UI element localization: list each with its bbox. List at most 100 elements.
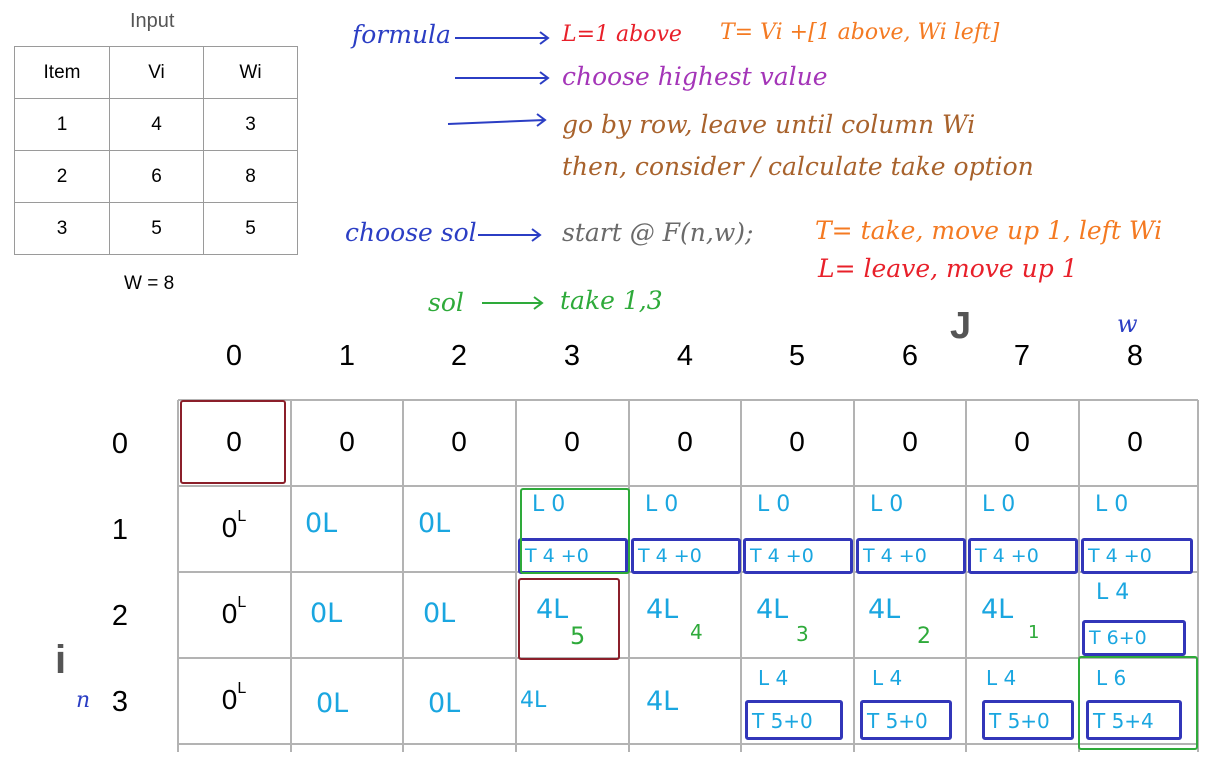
hw-leave-calc: L 0 xyxy=(982,492,1016,517)
hw-leave-value: 0L xyxy=(423,598,456,629)
cell-value: 0L xyxy=(178,680,290,716)
table-cell: 5 xyxy=(109,202,204,255)
input-table: Item Vi Wi 1 4 3 2 6 8 3 5 5 xyxy=(14,46,298,255)
hw-leave-calc: L 4 xyxy=(1096,580,1130,605)
dp-cell: 0 xyxy=(516,400,628,486)
hw-leave-value: 0L xyxy=(316,688,349,719)
hw-leave-calc: L 0 xyxy=(532,492,566,517)
hw-leave-calc: L 0 xyxy=(1095,492,1129,517)
hw-column-note: 4 xyxy=(690,620,703,644)
col-header: 7 xyxy=(1013,340,1031,372)
take-calc: T 6+0 xyxy=(1089,627,1147,649)
hw-leave-value: 4L xyxy=(756,594,789,625)
hw-leave-calc: L 4 xyxy=(986,666,1017,690)
note-sol-value: take 1,3 xyxy=(560,286,663,315)
cell-value: 0 xyxy=(1014,426,1030,457)
cell-number: 0 xyxy=(221,598,238,629)
dp-cell: 0 xyxy=(629,400,741,486)
take-box: T 4 +0 xyxy=(856,538,966,574)
solution-highlight-box xyxy=(520,488,630,574)
take-calc: T 4 +0 xyxy=(525,545,589,567)
cell-leave-mark: L xyxy=(237,679,247,697)
dp-cell: 0 xyxy=(966,400,1078,486)
take-calc: T 4 +0 xyxy=(863,545,927,567)
input-title: Input xyxy=(130,10,175,32)
hw-leave-calc: L 0 xyxy=(870,492,904,517)
cell-value: 0L xyxy=(178,508,290,544)
note-arrows xyxy=(447,31,550,310)
take-box: T 4 +0 xyxy=(968,538,1078,574)
row-header: 3 xyxy=(111,686,129,718)
dp-cell: 0L xyxy=(178,486,290,572)
hw-leave-calc: L 4 xyxy=(872,666,903,690)
table-row: 1 4 3 xyxy=(14,98,298,151)
take-box: T 4 +0 xyxy=(1081,538,1193,574)
take-calc: T 4 +0 xyxy=(1088,545,1152,567)
header-weight-text: Wi xyxy=(239,61,262,83)
row-header: 1 xyxy=(111,514,129,546)
cell-number: 0 xyxy=(221,512,238,543)
col-header: 3 xyxy=(563,340,581,372)
note-start-at: start @ F(n,w); xyxy=(562,218,754,247)
cell-value: 0 xyxy=(451,426,467,457)
note-formula-label: formula xyxy=(352,20,451,49)
row-header: 0 xyxy=(111,428,129,460)
take-calc: T 4 +0 xyxy=(975,545,1039,567)
take-box: T 4 +0 xyxy=(743,538,853,574)
header-value: Vi xyxy=(109,46,204,99)
hw-leave-value: 4L xyxy=(646,686,679,717)
hw-leave-value: 4L xyxy=(536,594,569,625)
take-calc: T 5+0 xyxy=(867,709,928,733)
take-calc: T 5+0 xyxy=(752,709,813,733)
col-header: 1 xyxy=(338,340,356,372)
take-box: T 4 +0 xyxy=(631,538,741,574)
note-take-rule: T= take, move up 1, left Wi xyxy=(815,216,1163,245)
dp-cell: 0L xyxy=(178,658,290,744)
col-header: 0 xyxy=(225,340,243,372)
table-cell: 8 xyxy=(203,150,298,203)
hw-leave-value: 4L xyxy=(646,594,679,625)
dp-cell: 0L xyxy=(178,572,290,658)
cell-leave-mark: L xyxy=(237,507,247,525)
solution-highlight-box xyxy=(1078,656,1198,750)
table-cell: 5 xyxy=(203,202,298,255)
table-cell: 2 xyxy=(14,150,110,203)
hw-leave-calc: L 0 xyxy=(757,492,791,517)
start-cell-box xyxy=(180,400,286,484)
axis-j-label: J xyxy=(950,305,972,347)
note-go-by-row: go by row, leave until column Wi xyxy=(562,110,976,139)
hw-leave-calc: L 0 xyxy=(645,492,679,517)
col-header: 5 xyxy=(788,340,806,372)
hw-leave-value: 0L xyxy=(310,598,343,629)
note-formula-take: T= Vi +[1 above, Wi left] xyxy=(720,20,1000,45)
table-row: 3 5 5 xyxy=(14,202,298,255)
cell-value: 0 xyxy=(677,426,693,457)
hw-leave-value: 4L xyxy=(981,594,1014,625)
hw-leave-value: 0L xyxy=(418,508,451,539)
col-header: 4 xyxy=(676,340,694,372)
hw-column-note: 2 xyxy=(917,624,931,649)
cell-value: 0 xyxy=(1127,426,1143,457)
capacity-label: W = 8 xyxy=(124,273,175,294)
cell-leave-mark: L xyxy=(237,593,247,611)
col-header: 8 xyxy=(1126,340,1144,372)
header-value-text: Vi xyxy=(148,61,165,83)
take-calc: T 4 +0 xyxy=(750,545,814,567)
col-header: 2 xyxy=(450,340,468,372)
hw-leave-value: 0L xyxy=(428,688,461,719)
cell-value: 0 xyxy=(789,426,805,457)
header-weight: Wi xyxy=(203,46,298,99)
note-then-consider: then, consider / calculate take option xyxy=(562,152,1034,181)
col-header: 6 xyxy=(901,340,919,372)
hw-leave-value: 4L xyxy=(520,688,547,713)
take-calc: T 5+4 xyxy=(1093,709,1154,733)
table-cell: 3 xyxy=(203,98,298,151)
take-calc: T 4 +0 xyxy=(638,545,702,567)
cell-value: 0 xyxy=(339,426,355,457)
table-cell: 4 xyxy=(109,98,204,151)
hw-column-note: 1 xyxy=(1028,622,1040,643)
table-cell: 3 xyxy=(14,202,110,255)
row-header: 2 xyxy=(111,600,129,632)
axis-i-label: i xyxy=(55,638,67,682)
